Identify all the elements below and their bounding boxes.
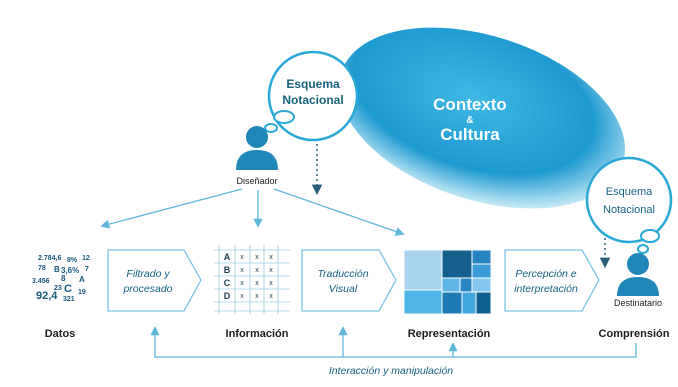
recipient-bubble-tail-large (640, 229, 660, 243)
table-cell: x (255, 280, 259, 287)
recipient-bubble-tail-small (637, 244, 649, 254)
step-perception-arrow-shape (504, 249, 600, 312)
stage-label-information: Información (226, 328, 289, 340)
information-table (214, 245, 290, 314)
context-culture-cloud: Contexto & Cultura (338, 27, 626, 209)
culture-title: Cultura (440, 125, 500, 144)
table-cell: x (255, 254, 259, 261)
raw-number: C (64, 283, 72, 295)
context-title: Contexto (433, 95, 507, 114)
raw-number: 3.456 (32, 278, 50, 285)
table-row-label: C (224, 278, 231, 288)
recipient-bubble-circle (585, 156, 673, 244)
recipient-bubble-line1: Esquema (606, 186, 653, 198)
raw-number: 3,6% (61, 266, 79, 275)
raw-number: A (79, 275, 85, 284)
table-cell: x (240, 293, 244, 300)
step-perception-line1: Percepción e (515, 268, 576, 280)
designer-bubble-tail-large (273, 110, 295, 124)
designer-to-data-arrow (100, 188, 243, 229)
raw-number: 8% (67, 257, 78, 264)
designer-bubble-line1: Esquema (286, 77, 340, 91)
table-cell: x (255, 293, 259, 300)
recipient-thought-bubble: Esquema Notacional (585, 156, 673, 254)
raw-number: 92,4 (36, 290, 58, 302)
step-translation-line1: Traducción (317, 268, 368, 280)
table-cell: x (269, 280, 273, 287)
step-translation-line2: Visual (329, 283, 358, 295)
raw-data-cluster: 2.784,6 8% 12 78 B 3,6% 7 3.456 8 A 23 C… (32, 255, 90, 303)
raw-number: 23 (54, 285, 62, 292)
recipient-label: Destinatario (614, 298, 662, 308)
step-perception-line2: interpretación (514, 283, 578, 295)
step-filter-process: Filtrado y procesado (107, 249, 202, 312)
step-filter-line1: Filtrado y (126, 268, 170, 280)
interaction-loop (150, 326, 637, 358)
interaction-label: Interacción y manipulación (329, 365, 453, 377)
step-translation-arrow-shape (301, 249, 397, 312)
raw-number: 7 (85, 266, 89, 273)
raw-number: B (54, 265, 60, 274)
step-filter-line2: procesado (122, 283, 172, 295)
information-table-text: A B C D x x x x x x x x x x x x (224, 252, 274, 301)
designer-label: Diseñador (236, 176, 277, 186)
table-cell: x (240, 254, 244, 261)
stage-label-data: Datos (45, 328, 76, 340)
table-cell: x (240, 267, 244, 274)
table-cell: x (269, 267, 273, 274)
designer-bubble-tail-small (264, 123, 278, 133)
table-row-label: B (224, 265, 231, 275)
stage-label-comprehension: Comprensión (599, 328, 670, 340)
table-cell: x (255, 267, 259, 274)
stage-label-representation: Representación (408, 328, 491, 340)
designer-bubble-line2: Notacional (282, 93, 343, 107)
table-row-label: D (224, 291, 231, 301)
designer-thought-bubble: Esquema Notacional (264, 50, 359, 142)
recipient-bubble-line2: Notacional (603, 204, 655, 216)
raw-number: 2.784,6 (38, 255, 61, 262)
raw-number: 78 (38, 265, 46, 272)
table-row-label: A (224, 252, 231, 262)
step-visual-translation: Traducción Visual (301, 249, 397, 312)
raw-number: 321 (63, 296, 75, 303)
designer-person-icon (236, 126, 278, 170)
raw-number: 8 (61, 274, 66, 283)
designer-to-representation-arrow (273, 188, 405, 236)
step-filter-arrow-shape (107, 249, 202, 312)
interaction-loop-line (150, 326, 637, 358)
raw-number: 12 (82, 255, 90, 262)
raw-number: 19 (78, 289, 86, 296)
context-cloud-shape (338, 27, 626, 209)
representation-treemap (403, 249, 492, 315)
context-ampersand: & (466, 115, 473, 126)
recipient-person-icon (617, 253, 659, 296)
step-perception: Percepción e interpretación (504, 249, 600, 312)
table-cell: x (269, 293, 273, 300)
table-cell: x (269, 254, 273, 261)
table-cell: x (240, 280, 244, 287)
